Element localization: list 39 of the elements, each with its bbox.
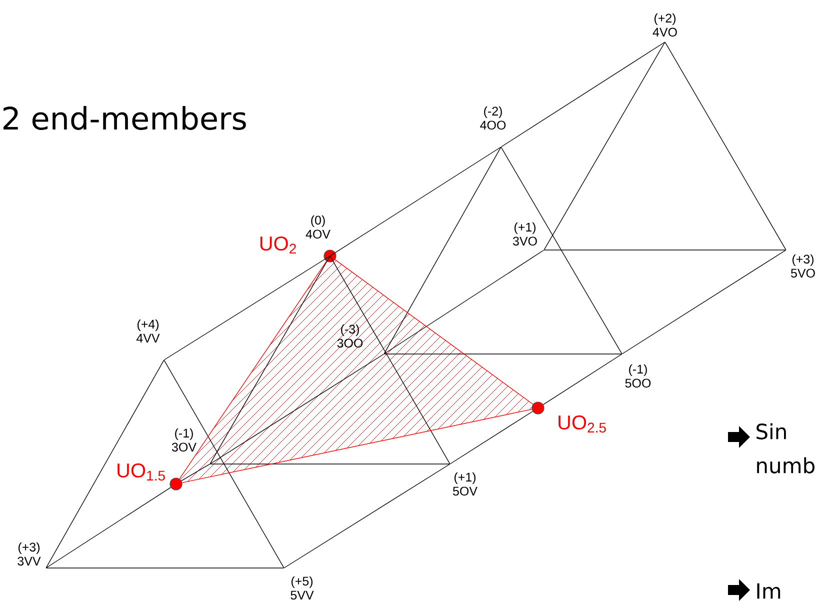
prism-edge [284, 464, 450, 568]
prism-edge [500, 146, 622, 354]
vertex-label: (0) 4OV [306, 215, 330, 239]
triangle-edge [334, 259, 534, 405]
vertex-label: (+4) 4VV [136, 319, 160, 343]
point-label: UO$_{2}$ [260, 236, 296, 254]
prism-edge [164, 256, 330, 360]
body-text: Sin numb [756, 423, 814, 474]
triangle-edge [179, 260, 327, 480]
prism-edge [664, 42, 786, 250]
vertex-label: (-2) 4OO [480, 106, 506, 130]
prism-edge [500, 42, 666, 148]
prism-edge [450, 411, 534, 464]
vertex-label: (-1) 3OV [172, 428, 196, 452]
prism-edge [164, 360, 284, 568]
vertex-label: (+2) 4VO [652, 13, 677, 37]
vertex-label: (+1) 5OV [453, 472, 478, 496]
heading: 2 end-members [3, 106, 246, 130]
vertex-label: (+3) 3VV [18, 542, 41, 566]
prism-edge [622, 250, 786, 354]
prism-edge [542, 354, 622, 405]
prism-edge [46, 360, 164, 568]
point-label: UO$_{2.5}$ [558, 415, 606, 433]
prism-edge [384, 250, 544, 354]
triangle-edge [182, 408, 532, 484]
vertex-label: (-1) 5OO [625, 364, 651, 388]
prism-edge [544, 42, 666, 250]
prism-edge [210, 256, 330, 464]
prism-edge [384, 146, 502, 354]
vertex-label: (+3) 5VO [791, 254, 815, 278]
prism-edge [46, 487, 172, 568]
point-label: UO$_{1.5}$ [118, 463, 165, 481]
body-text: Im [757, 583, 780, 599]
vertex-label: (+1) 3VO [512, 222, 537, 246]
prism-edge [330, 146, 502, 256]
prism-edge [181, 464, 210, 482]
prism-edge [210, 354, 384, 464]
prism-edge [330, 256, 450, 464]
vertex-label: (+5) 5VV [290, 576, 314, 600]
